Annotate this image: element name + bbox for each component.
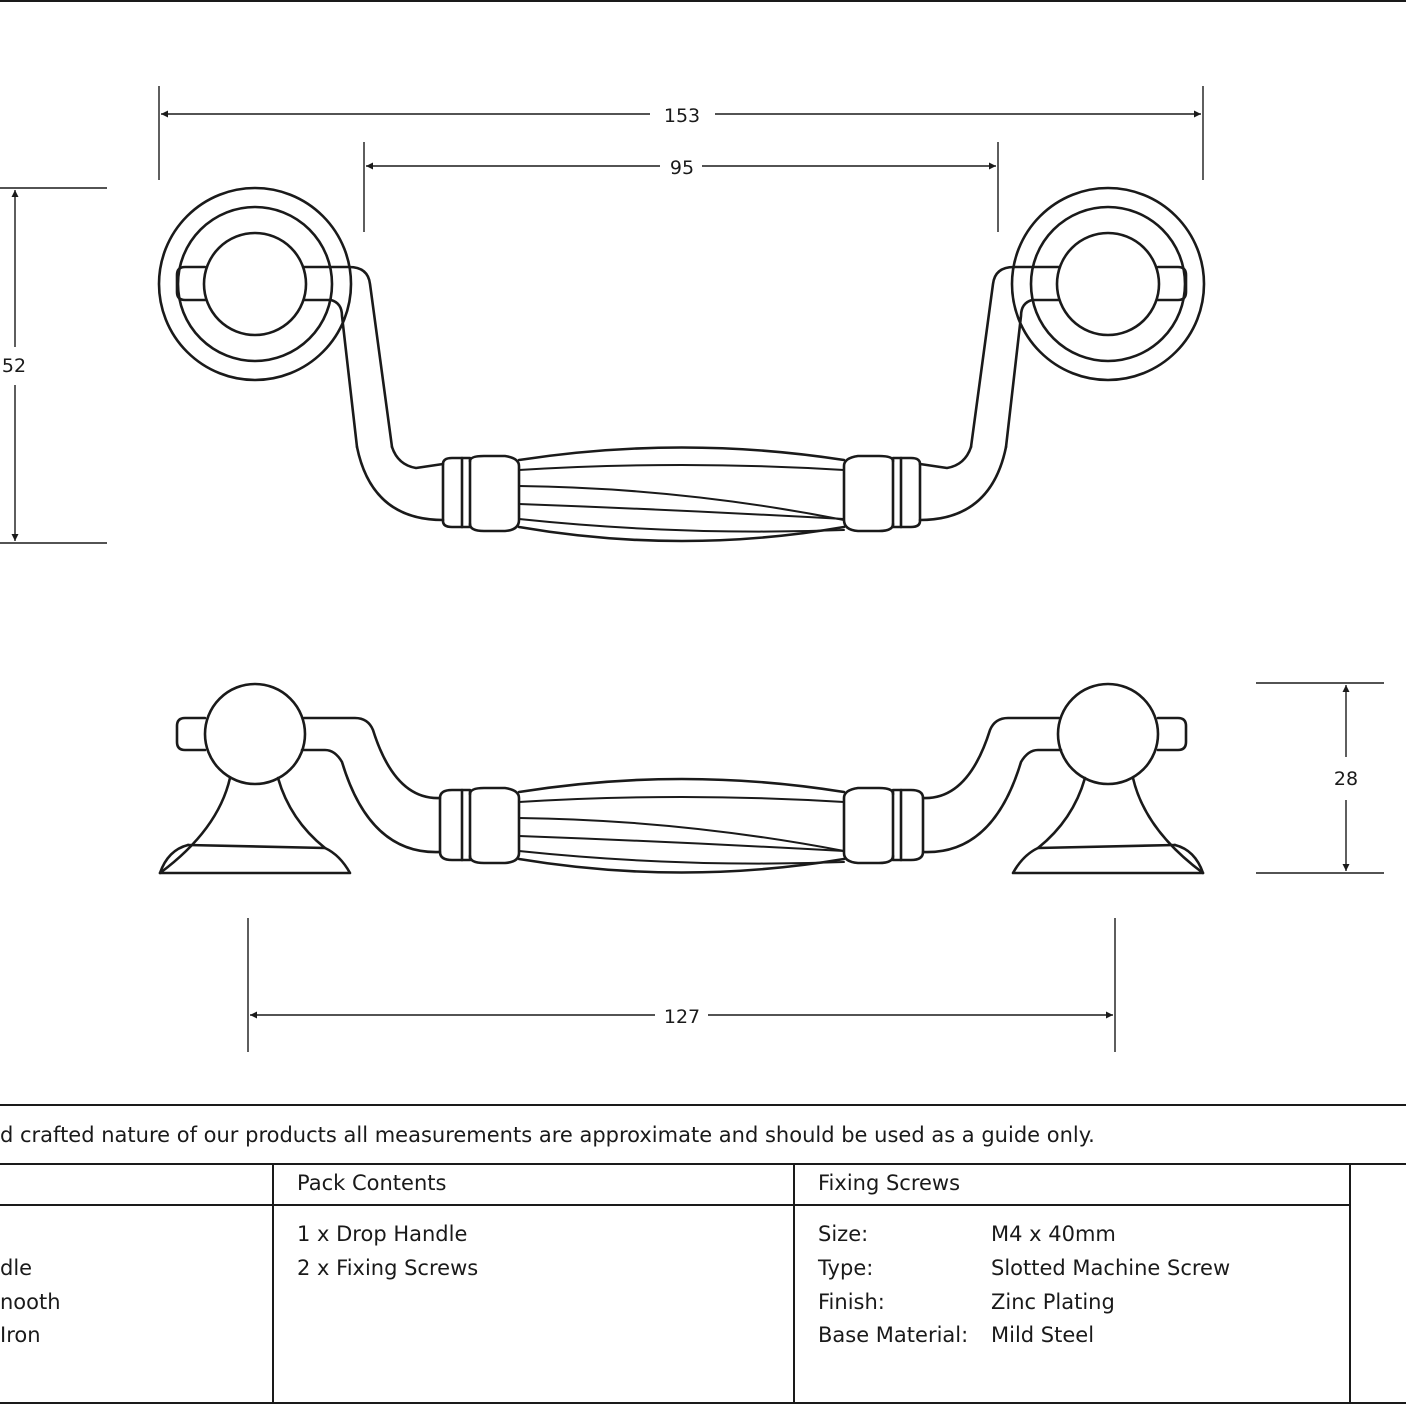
right-pedestal-base [1011, 776, 1205, 875]
screw-spec-value: Slotted Machine Screw [991, 1256, 1231, 1280]
dimension-fixing-centres [363, 142, 999, 232]
product-detail-line: nooth [0, 1290, 61, 1314]
fixing-screws-header: Fixing Screws [818, 1171, 961, 1195]
table-divider-1 [272, 1163, 274, 1403]
left-pivot-pin [175, 265, 394, 449]
right-pivot-pin [969, 265, 1188, 449]
screw-spec-value: Zinc Plating [991, 1290, 1115, 1314]
pack-contents-item: 1 x Drop Handle [297, 1222, 468, 1246]
dimension-base-centres [247, 918, 1116, 1052]
dimension-overall-width [158, 86, 1204, 180]
dimension-label-153: 153 [664, 105, 700, 127]
dimension-label-28: 28 [1334, 768, 1358, 790]
left-pin-stub [175, 716, 207, 752]
dimension-label-95: 95 [670, 157, 694, 179]
screw-spec-label: Type: [818, 1256, 874, 1280]
drop-handle-top-view [157, 186, 1206, 543]
drop-handle-side-view [158, 682, 1205, 875]
right-backplate-rose [1010, 186, 1206, 382]
dimension-projection [0, 187, 107, 544]
table-top-rule [0, 1163, 1406, 1165]
disclaimer-text: d crafted nature of our products all mea… [0, 1123, 1095, 1147]
dimension-height [1256, 682, 1384, 874]
table-divider-3 [1349, 1163, 1351, 1403]
side-left-grip-collar [438, 786, 521, 865]
right-pivot-knob [1056, 682, 1160, 786]
dimension-label-52: 52 [2, 355, 26, 377]
table-divider-2 [793, 1163, 795, 1403]
right-grip-collar [842, 454, 922, 533]
pack-contents-header: Pack Contents [297, 1171, 447, 1195]
left-grip-collar [441, 454, 521, 533]
side-right-grip-collar [842, 786, 925, 865]
left-pedestal-base [158, 776, 352, 875]
screw-spec-label: Finish: [818, 1290, 885, 1314]
screw-spec-value: M4 x 40mm [991, 1222, 1116, 1246]
left-backplate-rose [157, 186, 353, 382]
twisted-barrel-grip [517, 446, 846, 543]
left-pivot-knob [203, 682, 307, 786]
table-header-rule [0, 1204, 1350, 1206]
screw-spec-label: Size: [818, 1222, 869, 1246]
product-detail-line: dle [0, 1256, 33, 1280]
product-detail-line: Iron [0, 1323, 41, 1347]
dimension-label-127: 127 [664, 1006, 700, 1028]
right-pin-stub [1156, 716, 1188, 752]
disclaimer-top-rule [0, 1104, 1406, 1106]
side-twisted-barrel-grip [517, 777, 846, 874]
screw-spec-label: Base Material: [818, 1323, 969, 1347]
screw-spec-value: Mild Steel [991, 1323, 1095, 1347]
pack-contents-item: 2 x Fixing Screws [297, 1256, 479, 1280]
table-bottom-rule [0, 1402, 1406, 1404]
